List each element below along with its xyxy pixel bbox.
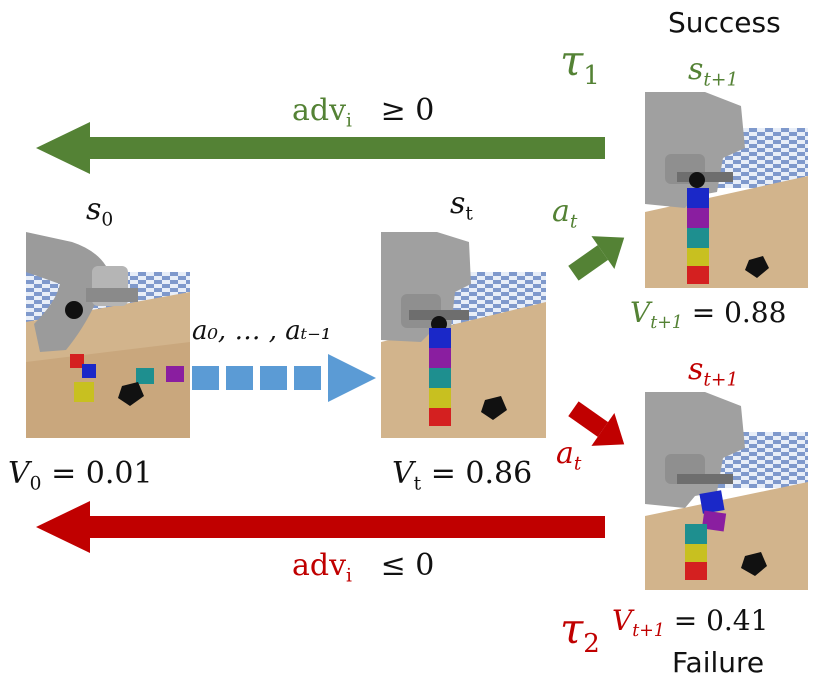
failure-label: Failure [672,646,765,679]
trajectory-2-label: τ2 [560,604,600,660]
intermediate-value-label: Vt = 0.86 [392,456,533,495]
failure-value-label: Vt+1 = 0.41 [612,604,769,642]
advantage-positive-label: advi ≥ 0 [292,93,435,132]
success-state-label: st+1 [688,52,739,91]
initial-state-label: s0 [86,192,114,231]
action-sequence-arrow [192,354,376,402]
action-failure-label: at [556,436,582,475]
intermediate-state-label: st [450,186,473,225]
initial-value-label: V0 = 0.01 [8,456,153,495]
success-state-image [645,92,808,288]
advantage-negative-label: advi ≤ 0 [292,548,435,587]
initial-state-image [26,232,190,438]
failure-state-label: st+1 [688,352,739,391]
failure-state-image [645,392,808,590]
success-value-label: Vt+1 = 0.88 [630,296,787,334]
advantage-positive-arrow [36,122,605,174]
action-success-arrow [568,236,625,281]
advantage-negative-arrow [36,501,605,553]
action-failure-arrow [568,401,625,446]
action-sequence-label: a₀, … , aₜ₋₁ [192,316,332,346]
intermediate-state-image [381,232,546,438]
trajectory-1-label: τ1 [560,36,600,92]
action-success-label: at [552,194,578,233]
success-label: Success [668,6,781,39]
